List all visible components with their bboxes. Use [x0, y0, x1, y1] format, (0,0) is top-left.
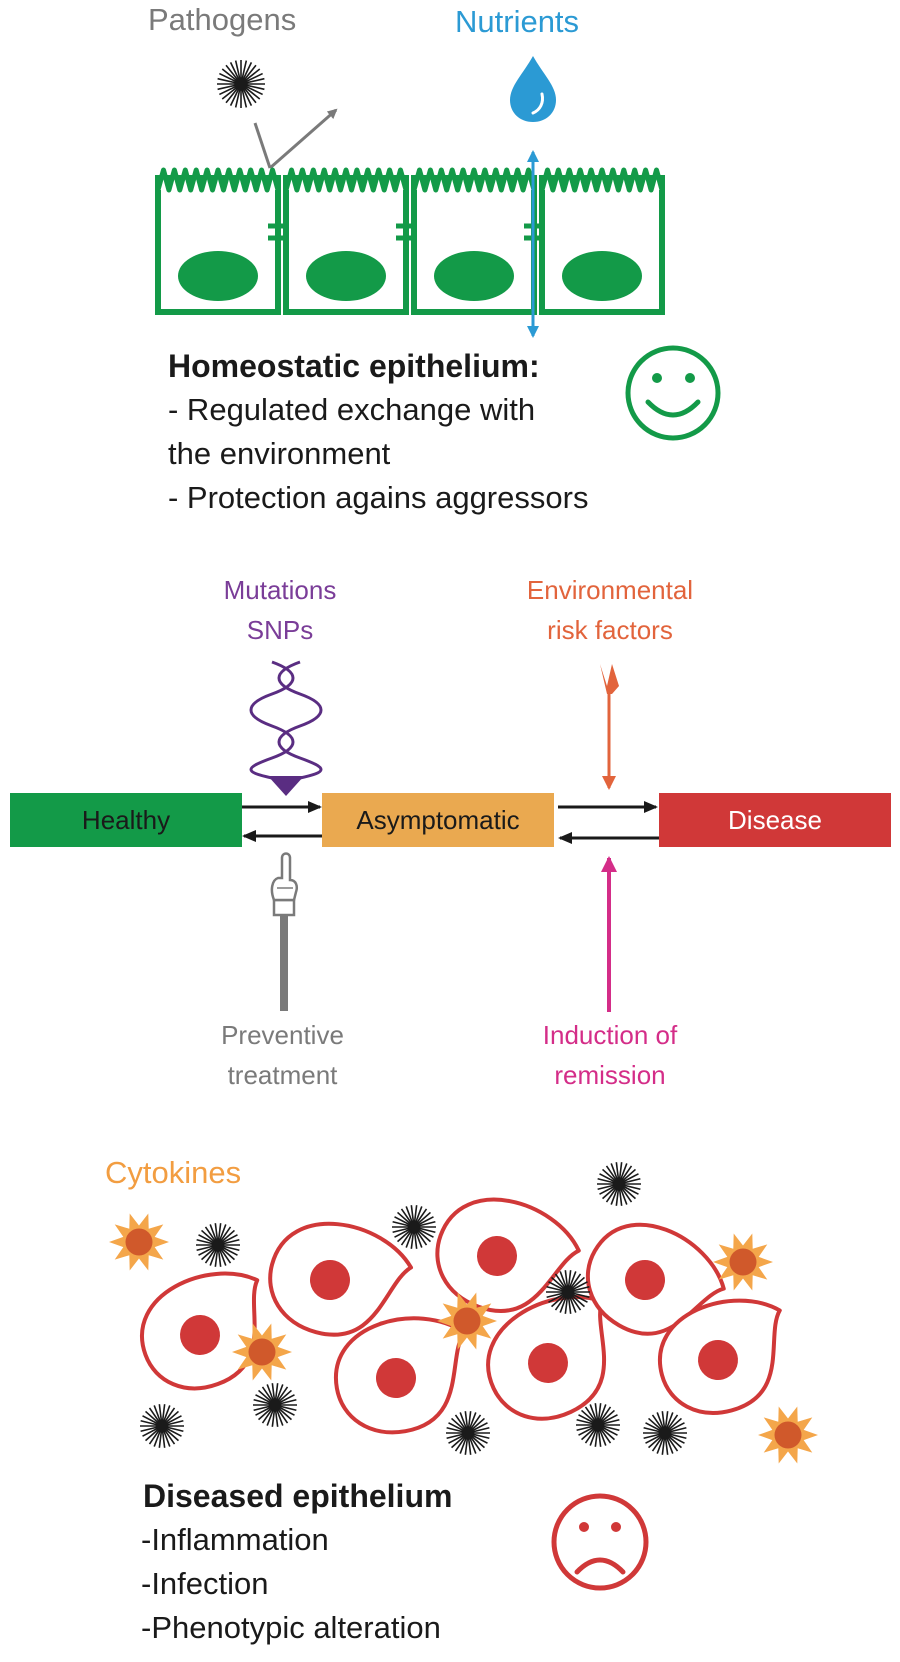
pathogen-icon — [140, 1404, 184, 1448]
environmental-line-2: risk factors — [547, 615, 673, 645]
mutations-line-2: SNPs — [246, 615, 314, 645]
homeostatic-line-1: - Regulated exchange with — [168, 392, 536, 427]
pathogen-icon — [217, 60, 265, 108]
pathogen-particles — [140, 1162, 687, 1455]
pathogens-label: Pathogens — [148, 2, 297, 37]
healthy-state-label: Healthy — [81, 805, 171, 835]
tight-junction — [268, 223, 288, 241]
environmental-arrow — [600, 664, 619, 790]
sad-face-icon — [551, 1493, 649, 1591]
induction-line-1: Induction of — [542, 1020, 678, 1050]
cytokines-label: Cytokines — [105, 1155, 242, 1190]
induction-label: Induction of remission — [495, 1015, 725, 1095]
preventive-line-2: treatment — [227, 1060, 338, 1090]
diseased-line-3: -Phenotypic alteration — [141, 1610, 441, 1645]
healthy-cell — [155, 167, 281, 315]
diseased-line-2: -Infection — [141, 1566, 269, 1601]
disease-state-box-bg — [659, 793, 891, 847]
diseased-cell — [585, 1222, 726, 1336]
healthy-cell — [283, 167, 409, 315]
environmental-label: Environmental risk factors — [485, 570, 735, 650]
cytokine-icon — [109, 1213, 169, 1271]
mutations-line-1: Mutations — [223, 575, 337, 605]
preventive-line-1: Preventive — [221, 1020, 344, 1050]
pathogen-deflect-arrow-out — [269, 108, 338, 170]
dna-helix-icon — [249, 660, 323, 796]
cytokine-icon — [758, 1406, 818, 1464]
cytokine-icon — [437, 1292, 497, 1350]
diseased-cell — [333, 1316, 467, 1435]
homeostatic-title: Homeostatic epithelium: — [168, 348, 540, 384]
asymptomatic-state-label: Asymptomatic — [356, 805, 520, 835]
tight-junction — [396, 223, 416, 241]
pathogen-icon — [643, 1411, 687, 1455]
mutations-label: Mutations SNPs — [185, 570, 375, 650]
diseased-cell — [658, 1298, 782, 1415]
healthy-state-box-bg — [10, 793, 242, 847]
disease-state-label: Disease — [728, 805, 822, 835]
diseased-cell — [140, 1271, 260, 1391]
pathogen-deflect-arrow — [253, 122, 272, 169]
pointing-hand-icon — [270, 852, 298, 1011]
nutrient-drop-highlight-icon — [531, 92, 544, 115]
pathogen-icon — [597, 1162, 641, 1206]
diseased-cell — [268, 1221, 413, 1337]
smiley-face-icon — [625, 345, 721, 441]
diseased-title: Diseased epithelium — [143, 1478, 453, 1514]
pathogen-icon — [576, 1403, 620, 1447]
nutrient-drop-icon — [510, 56, 556, 122]
pathogen-icon — [392, 1205, 436, 1249]
cytokine-icon — [232, 1323, 292, 1381]
homeostatic-line-2: the environment — [168, 436, 391, 471]
pathogen-top-icon — [217, 60, 265, 108]
preventive-label: Preventive treatment — [180, 1015, 385, 1095]
homeostatic-line-3: - Protection agains aggressors — [168, 480, 589, 515]
pathogen-icon — [446, 1411, 490, 1455]
diseased-cell — [435, 1197, 581, 1314]
pathogen-icon — [253, 1383, 297, 1427]
pathogen-icon — [546, 1270, 590, 1314]
healthy-cell — [411, 167, 537, 315]
environmental-line-1: Environmental — [526, 575, 694, 605]
healthy-cell — [539, 167, 665, 315]
diseased-epithelium-cells — [140, 1197, 782, 1435]
cytokine-particles — [109, 1213, 818, 1464]
asymptomatic-state-box-bg — [322, 793, 554, 847]
pathogen-icon — [196, 1223, 240, 1267]
cytokine-icon — [713, 1233, 773, 1291]
diseased-line-1: -Inflammation — [141, 1522, 329, 1557]
nutrients-label: Nutrients — [455, 4, 580, 39]
healthy-epithelium-cells — [155, 167, 665, 315]
induction-line-2: remission — [554, 1060, 666, 1090]
diseased-cell — [486, 1295, 607, 1421]
